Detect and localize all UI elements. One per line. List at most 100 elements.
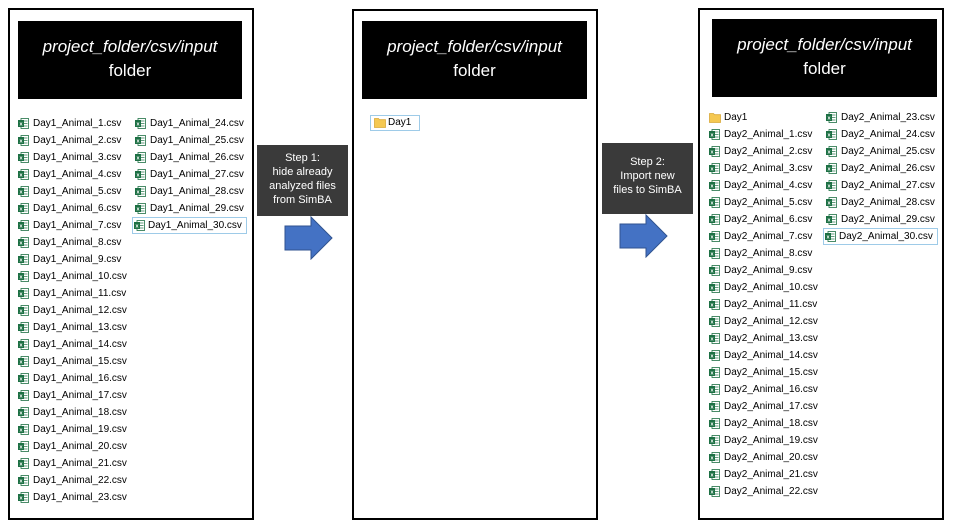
- excel-csv-icon: x: [135, 118, 146, 129]
- svg-text:x: x: [136, 190, 140, 196]
- svg-text:x: x: [19, 394, 23, 400]
- file-name: Day2_Animal_3.csv: [724, 163, 813, 174]
- file-name: Day1_Animal_15.csv: [33, 356, 127, 367]
- header-path: project_folder/csv/input: [42, 37, 218, 56]
- excel-csv-icon: x: [709, 367, 720, 378]
- svg-text:x: x: [710, 456, 714, 462]
- excel-csv-icon: x: [826, 214, 837, 225]
- step-1-line-2: hide already: [272, 166, 333, 178]
- file-name: Day2_Animal_17.csv: [724, 401, 818, 412]
- svg-text:x: x: [19, 173, 23, 179]
- file-name: Day1_Animal_26.csv: [150, 152, 244, 163]
- folder-item-day1[interactable]: Day1: [370, 115, 420, 131]
- svg-text:x: x: [19, 496, 23, 502]
- file-name: Day1_Animal_24.csv: [150, 118, 244, 129]
- csv-file-item[interactable]: x Day1_Animal_1.csv: [17, 115, 132, 132]
- excel-csv-icon: x: [135, 135, 146, 146]
- file-name: Day2_Animal_7.csv: [724, 231, 813, 242]
- svg-text:x: x: [19, 445, 23, 451]
- file-name: Day1_Animal_1.csv: [33, 118, 122, 129]
- csv-file-item[interactable]: x Day1_Animal_24.csv: [134, 115, 244, 132]
- panel-after-header: project_folder/csv/input folder: [712, 19, 937, 97]
- excel-csv-icon: x: [135, 152, 146, 163]
- header-sub: folder: [453, 61, 496, 80]
- file-name: Day1_Animal_9.csv: [33, 254, 122, 265]
- folder-item-day1[interactable]: Day1: [708, 109, 823, 126]
- svg-text:x: x: [710, 320, 714, 326]
- svg-text:x: x: [19, 122, 23, 128]
- csv-file-item[interactable]: x Day1_Animal_26.csv: [134, 149, 244, 166]
- file-name: Day2_Animal_1.csv: [724, 129, 813, 140]
- excel-csv-icon: x: [826, 129, 837, 140]
- excel-csv-icon: x: [709, 418, 720, 429]
- svg-text:x: x: [19, 292, 23, 298]
- folder-label: Day1: [388, 117, 412, 128]
- folder-icon: [374, 118, 386, 128]
- file-name: Day2_Animal_8.csv: [724, 248, 813, 259]
- svg-text:x: x: [827, 116, 831, 122]
- svg-text:x: x: [826, 235, 830, 241]
- excel-csv-icon: x: [709, 384, 720, 395]
- svg-text:x: x: [827, 218, 831, 224]
- right-arrow-icon: [284, 216, 333, 260]
- svg-text:x: x: [827, 184, 831, 190]
